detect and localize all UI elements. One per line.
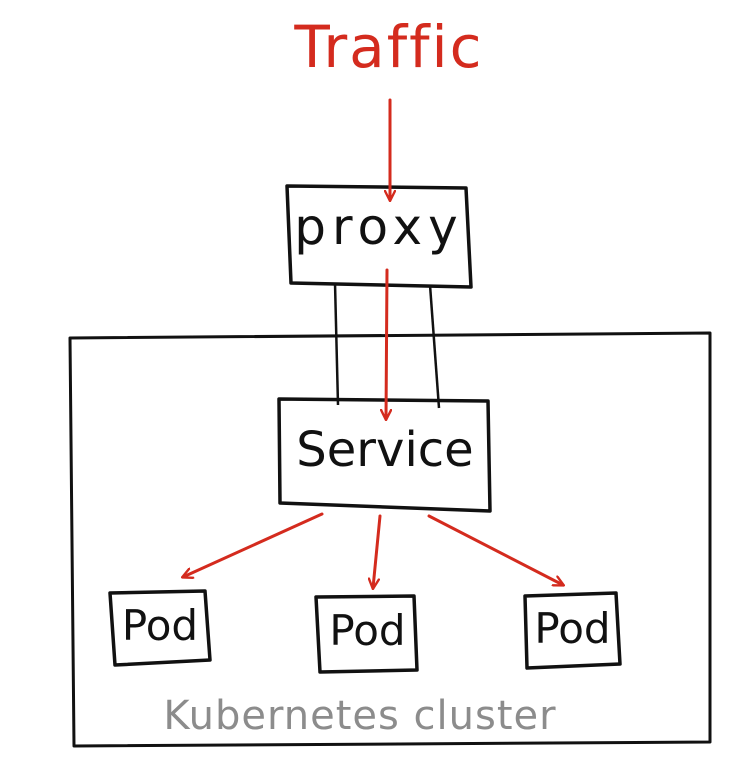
traffic-label: Traffic xyxy=(294,13,484,81)
pod-box-2 xyxy=(314,594,419,674)
service-to-pod-1-arrow xyxy=(183,512,324,577)
cluster-label: Kubernetes cluster xyxy=(163,693,557,739)
service-label: Service xyxy=(296,422,474,478)
pod-label-2: Pod xyxy=(329,606,406,655)
service-to-pod-3-arrow xyxy=(427,514,563,585)
pod-box-3 xyxy=(523,591,622,670)
service-box xyxy=(277,397,492,513)
proxy-service-connector-left xyxy=(333,282,340,406)
pod-box-1 xyxy=(108,589,212,667)
pod-label-3: Pod xyxy=(534,604,611,653)
proxy-box xyxy=(285,184,473,289)
proxy-to-service-arrow xyxy=(386,268,387,419)
pod-label-1: Pod xyxy=(121,601,199,650)
service-to-pod-2-arrow xyxy=(373,514,382,588)
proxy-service-connector-right xyxy=(428,284,441,409)
proxy-label: proxy xyxy=(294,198,464,256)
cluster-frame xyxy=(68,331,712,748)
